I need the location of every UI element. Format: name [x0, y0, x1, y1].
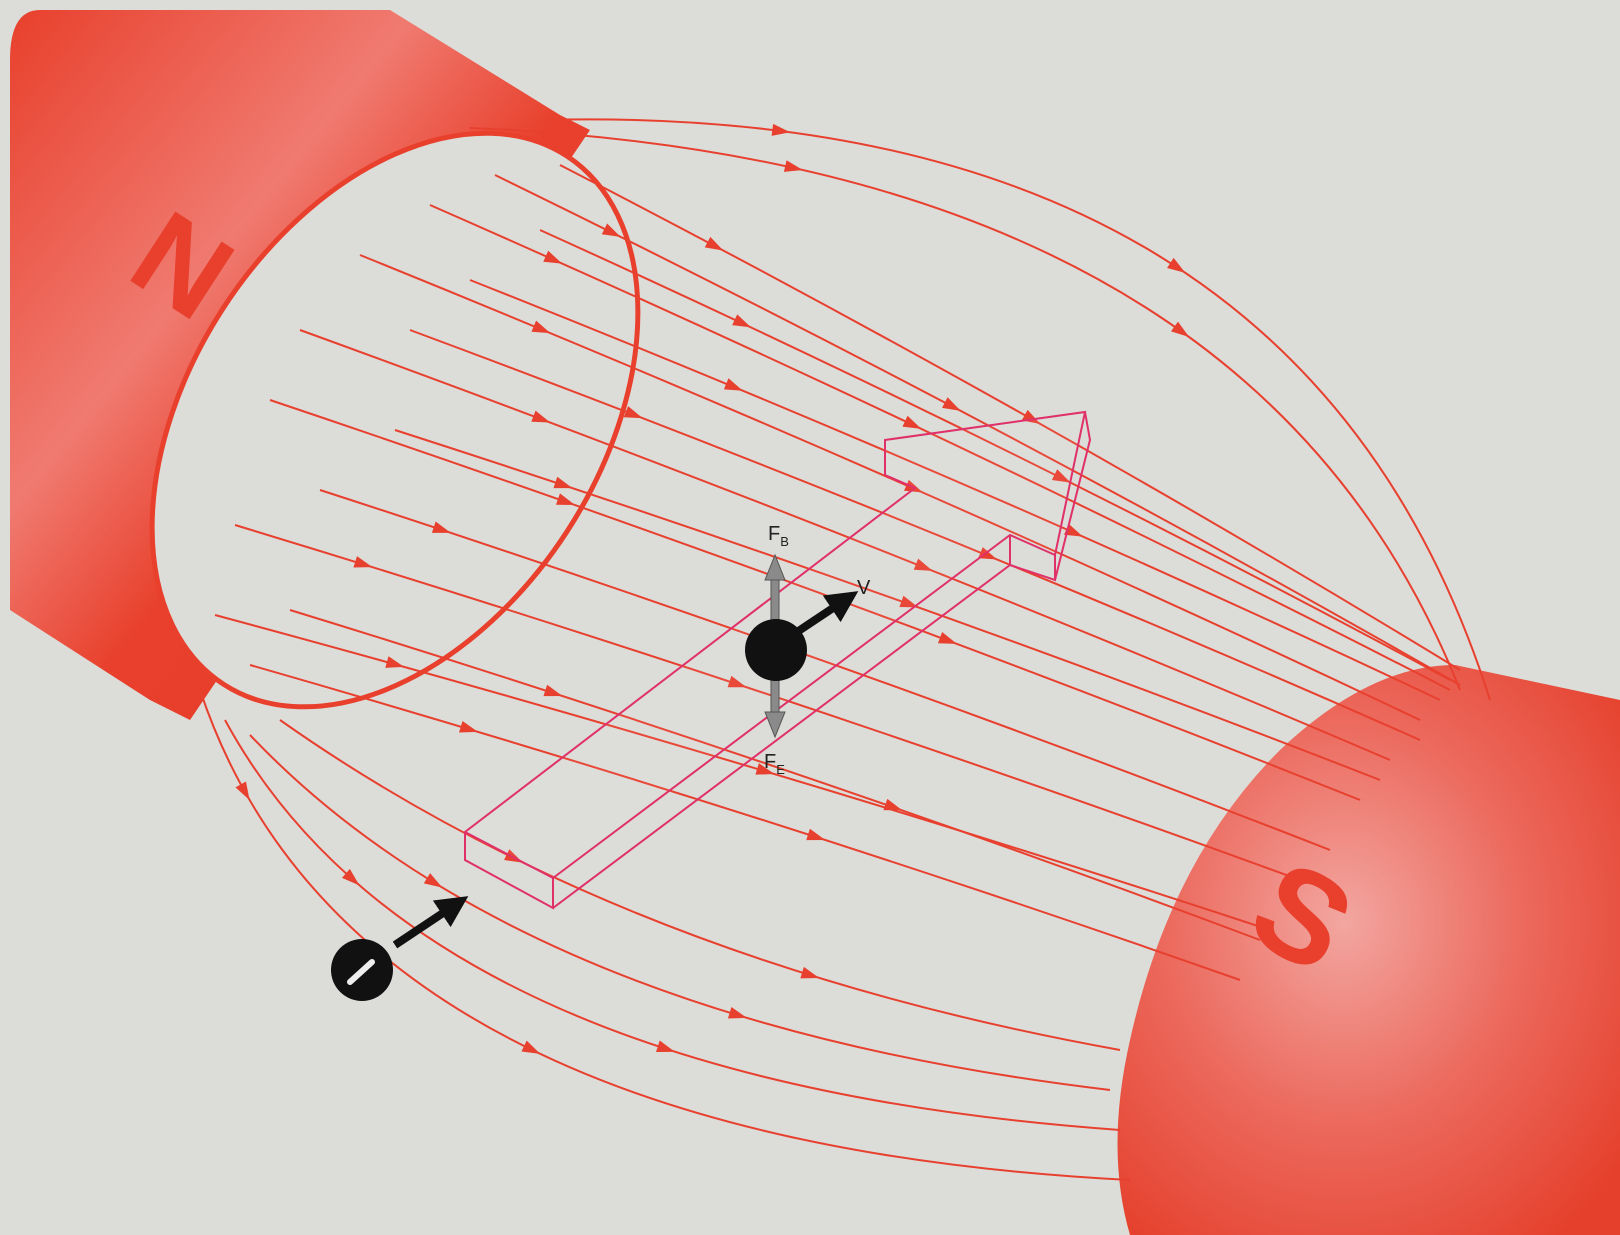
field-direction-arrowhead [543, 250, 563, 264]
field-direction-arrowhead [800, 966, 820, 979]
field-line [469, 127, 1461, 691]
field-direction-arrowhead [531, 410, 551, 423]
field-direction-arrowhead [385, 656, 405, 668]
field-direction-arrowhead [704, 236, 724, 251]
field-direction-arrowhead [555, 493, 575, 506]
field-line [409, 329, 1421, 741]
field-direction-arrowhead [531, 320, 551, 334]
field-direction-arrowhead [727, 675, 747, 688]
field-direction-arrowhead [1171, 321, 1190, 337]
field-direction-arrowhead [806, 828, 826, 841]
field-line [214, 614, 1271, 931]
field-direction-arrowhead [904, 479, 923, 493]
field-direction-arrowhead [341, 868, 360, 886]
field-direction-arrowhead [913, 558, 933, 571]
field-line [279, 719, 1121, 1051]
field-direction-arrowhead [783, 160, 803, 172]
field-line [469, 279, 1441, 701]
field-direction-arrowhead [553, 476, 573, 489]
field-direction-arrowhead [883, 798, 903, 811]
field-direction-arrowhead [1051, 469, 1071, 483]
electric-force-label: FE [764, 751, 785, 777]
field-line [199, 689, 1131, 1181]
field-direction-arrowhead [732, 314, 751, 328]
field-direction-arrowhead [902, 415, 922, 429]
north-pole-face [149, 130, 641, 710]
negative-charge-icon [347, 959, 375, 985]
field-direction-arrowhead [942, 397, 961, 411]
magnetic-force-arrow [764, 553, 786, 631]
field-line [289, 609, 1261, 941]
field-direction-arrowhead [235, 781, 250, 801]
field-line [249, 664, 1241, 981]
field-line [539, 229, 1451, 681]
field-direction-arrowhead [656, 1040, 675, 1052]
field-direction-arrowhead [723, 378, 743, 391]
field-direction-arrowhead [771, 123, 791, 136]
field-direction-arrowhead [623, 406, 643, 419]
field-direction-arrowhead [937, 631, 957, 644]
field-direction-arrowhead [1167, 257, 1186, 273]
field-direction-arrowhead [423, 873, 443, 888]
field-direction-arrowhead [601, 223, 621, 237]
field-line [224, 719, 1121, 1131]
incoming-particle [331, 896, 469, 1001]
field-direction-arrowhead [353, 556, 373, 568]
field-line [394, 429, 1381, 781]
field-direction-arrowhead [727, 1006, 747, 1019]
field-line [249, 734, 1111, 1091]
field-line [429, 204, 1451, 691]
field-direction-arrowhead [755, 763, 775, 775]
field-line [319, 489, 1331, 851]
field-line [299, 329, 1391, 761]
field-direction-arrowhead [899, 595, 919, 608]
field-line [539, 118, 1491, 701]
magnetic-field-lines [199, 118, 1491, 1181]
incoming-velocity-arrow [392, 896, 469, 949]
central-electron [745, 619, 807, 681]
magnetic-force-label: FB [768, 523, 789, 549]
field-direction-arrowhead [521, 1040, 541, 1054]
velocity-label: V [857, 577, 871, 599]
field-direction-arrowhead [543, 684, 563, 697]
field-direction-arrowhead [431, 521, 451, 533]
south-magnet [1117, 665, 1620, 1235]
field-direction-arrowhead [459, 720, 478, 733]
field-line [559, 164, 1461, 671]
central-particle: FB FE V [745, 523, 871, 777]
